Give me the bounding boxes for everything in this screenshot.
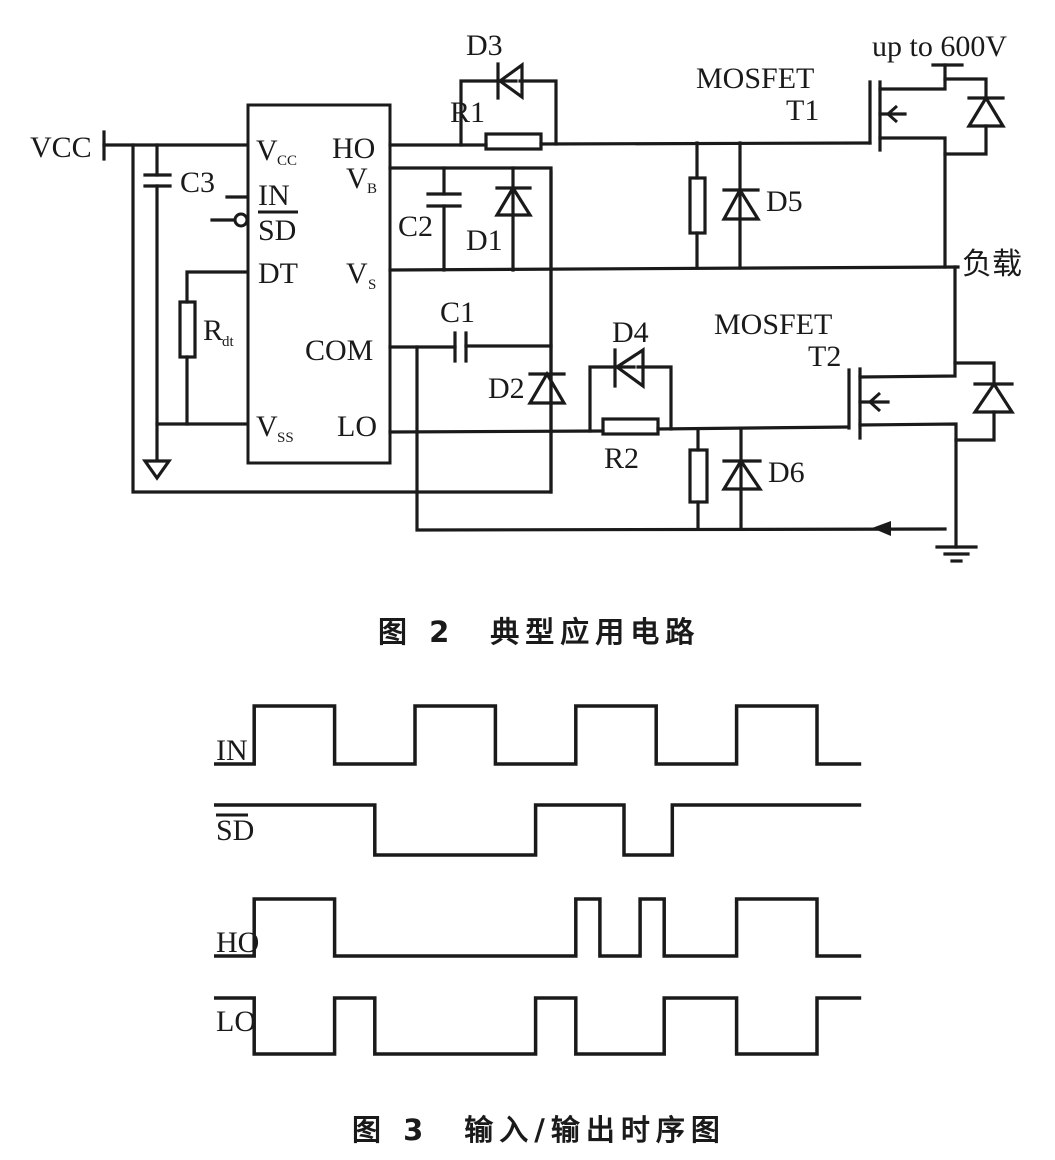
mosfet-t1: MOSFET T1 up to 600V	[696, 30, 1007, 269]
pin-vss-label: V	[256, 410, 278, 443]
r1-label: R1	[450, 96, 485, 129]
pin-in-label: IN	[258, 179, 290, 212]
pin-vs-label: V	[346, 257, 368, 290]
signal-ground-icon	[141, 459, 173, 481]
signal-label-in: IN	[216, 734, 248, 767]
waveform-sd	[214, 803, 862, 857]
vcc-terminal: VCC	[30, 130, 250, 164]
pin-vcc-label: V	[256, 134, 278, 167]
load-label: 负载	[962, 248, 1022, 281]
pin-vss-sub-label: SS	[277, 430, 294, 446]
signal-label-ho: HO	[216, 926, 259, 959]
c1-label: C1	[440, 296, 475, 329]
pin-vcc-sub-label: CC	[277, 153, 297, 169]
resistor-r2-diode-d4: D4 R2	[388, 316, 850, 475]
pin-com-label: COM	[305, 334, 373, 367]
resistor-r1-diode-d3: D3 R1	[388, 29, 872, 151]
vcc-label: VCC	[30, 131, 92, 164]
signal-label-sd: SD	[216, 814, 254, 847]
gate-network-t2: D6	[688, 427, 805, 531]
t1-name-label: T1	[786, 94, 819, 127]
c2-label: C2	[398, 210, 433, 243]
signal-label-lo: LO	[216, 1005, 256, 1038]
c3-label: C3	[180, 166, 215, 199]
d2-label: D2	[488, 372, 525, 405]
rdt-label: R	[203, 314, 223, 347]
t1-type-label: MOSFET	[696, 62, 814, 95]
sd-inversion-bubble-icon	[233, 212, 249, 228]
t2-type-label: MOSFET	[714, 308, 832, 341]
d1-label: D1	[466, 224, 503, 257]
pin-ho-label: HO	[332, 132, 375, 165]
mosfet-t2: MOSFET T2	[714, 265, 1015, 549]
timing-diagram: IN SD HO LO 图 3 输入/输出时序图	[214, 704, 862, 1147]
circuit-diagram: VCC C3 R dt	[30, 29, 1022, 649]
pin-sd-label: SD	[258, 214, 296, 247]
diode-d2: D2	[488, 370, 567, 405]
gate-network-t1: D5	[688, 141, 803, 270]
d3-label: D3	[466, 29, 503, 62]
bootstrap-c2-d1: C2 D1	[388, 166, 960, 494]
driver-ic: V CC IN SD DT V SS HO V B V S COM LO	[246, 103, 392, 465]
waveform-in	[214, 704, 862, 766]
d6-label: D6	[768, 456, 805, 489]
pin-vb-sub-label: B	[367, 181, 377, 197]
figure3-caption: 图 3 输入/输出时序图	[352, 1113, 726, 1147]
waveform-ho	[214, 897, 862, 958]
power-ground-icon	[935, 545, 978, 563]
pin-vb-label: V	[346, 162, 368, 195]
rdt-sub-label: dt	[222, 334, 235, 350]
current-arrow-icon	[872, 521, 891, 536]
d4-label: D4	[612, 316, 649, 349]
t2-name-label: T2	[808, 340, 841, 373]
d5-label: D5	[766, 185, 803, 218]
resistor-rdt: R dt	[155, 270, 250, 426]
high-voltage-label: up to 600V	[872, 30, 1007, 63]
capacitor-c3: C3	[143, 143, 215, 462]
pin-vs-sub-label: S	[368, 277, 376, 293]
r2-label: R2	[604, 442, 639, 475]
figure2-caption: 图 2 典型应用电路	[378, 615, 700, 649]
waveform-lo	[214, 996, 862, 1056]
pin-dt-label: DT	[258, 257, 298, 290]
pin-lo-label: LO	[337, 410, 377, 443]
capacitor-c1: C1	[388, 296, 947, 532]
